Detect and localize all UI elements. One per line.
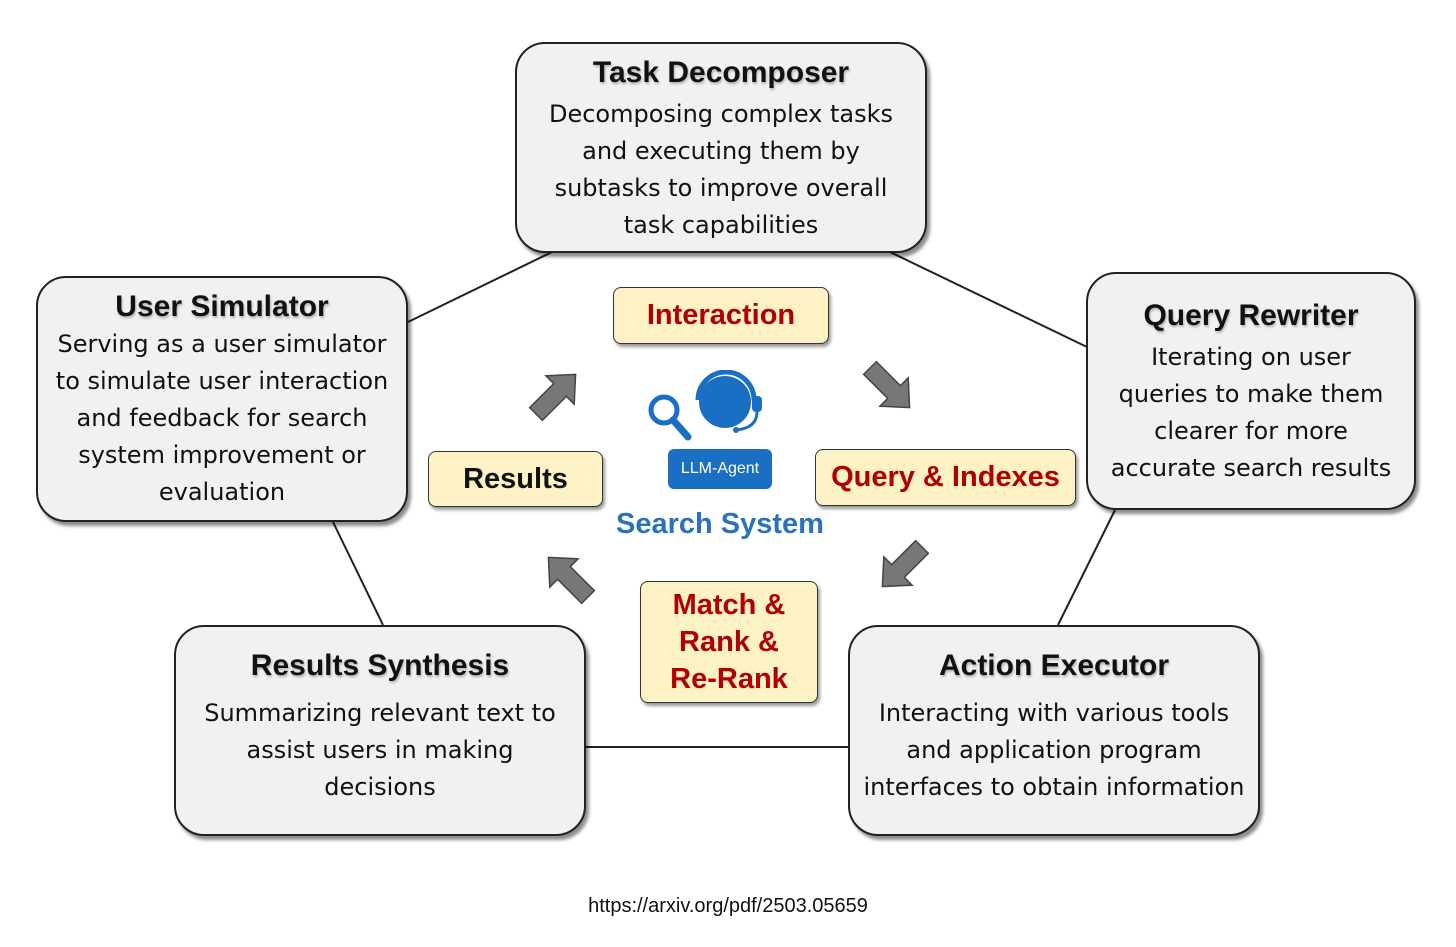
connector-decomposer-rewriter bbox=[889, 251, 1088, 348]
stage-results: Results bbox=[428, 451, 603, 507]
results-synthesis-title: Results Synthesis bbox=[250, 649, 510, 682]
query-rewriter-box: Query Rewriter Iterating on user queries… bbox=[1086, 272, 1416, 510]
agent-head-icon bbox=[699, 376, 751, 428]
llm-agent-icon bbox=[648, 370, 762, 441]
arrow-match-to-results bbox=[547, 556, 596, 605]
connector-simulator-synthesis bbox=[332, 521, 384, 626]
results-synthesis-box: Results Synthesis Summarizing relevant t… bbox=[174, 625, 586, 836]
stage-interaction: Interaction bbox=[613, 287, 829, 344]
action-executor-description: Interacting with various tools and appli… bbox=[863, 699, 1245, 801]
llm-agent-label: LLM-Agent bbox=[668, 449, 772, 489]
magnifier-icon bbox=[648, 394, 680, 426]
search-system-title: Search System bbox=[616, 508, 824, 540]
connector-rewriter-executor bbox=[1057, 509, 1116, 626]
user-simulator-box: User Simulator Serving as a user simulat… bbox=[36, 276, 408, 522]
stage-query-indexes: Query & Indexes bbox=[815, 449, 1076, 506]
arrow-results-to-interaction bbox=[528, 373, 577, 422]
results-synthesis-description: Summarizing relevant text to assist user… bbox=[204, 699, 556, 801]
arrow-query-to-match bbox=[881, 539, 930, 588]
query-rewriter-description: Iterating on user queries to make them c… bbox=[1110, 343, 1392, 482]
arrow-interaction-to-query bbox=[862, 360, 911, 409]
task-decomposer-description: Decomposing complex tasks and executing … bbox=[548, 100, 894, 239]
connector-decomposer-simulator bbox=[407, 251, 553, 323]
action-executor-box: Action Executor Interacting with various… bbox=[848, 625, 1260, 836]
task-decomposer-box: Task Decomposer Decomposing complex task… bbox=[515, 42, 927, 253]
user-simulator-title: User Simulator bbox=[115, 290, 329, 323]
query-rewriter-title: Query Rewriter bbox=[1143, 299, 1359, 332]
user-simulator-description: Serving as a user simulator to simulate … bbox=[55, 330, 389, 506]
source-link[interactable]: https://arxiv.org/pdf/2503.05659 bbox=[588, 895, 868, 917]
action-executor-title: Action Executor bbox=[938, 649, 1170, 682]
stage-match-rank-rerank: Match & Rank & Re-Rank bbox=[640, 581, 818, 703]
task-decomposer-title: Task Decomposer bbox=[592, 56, 850, 89]
